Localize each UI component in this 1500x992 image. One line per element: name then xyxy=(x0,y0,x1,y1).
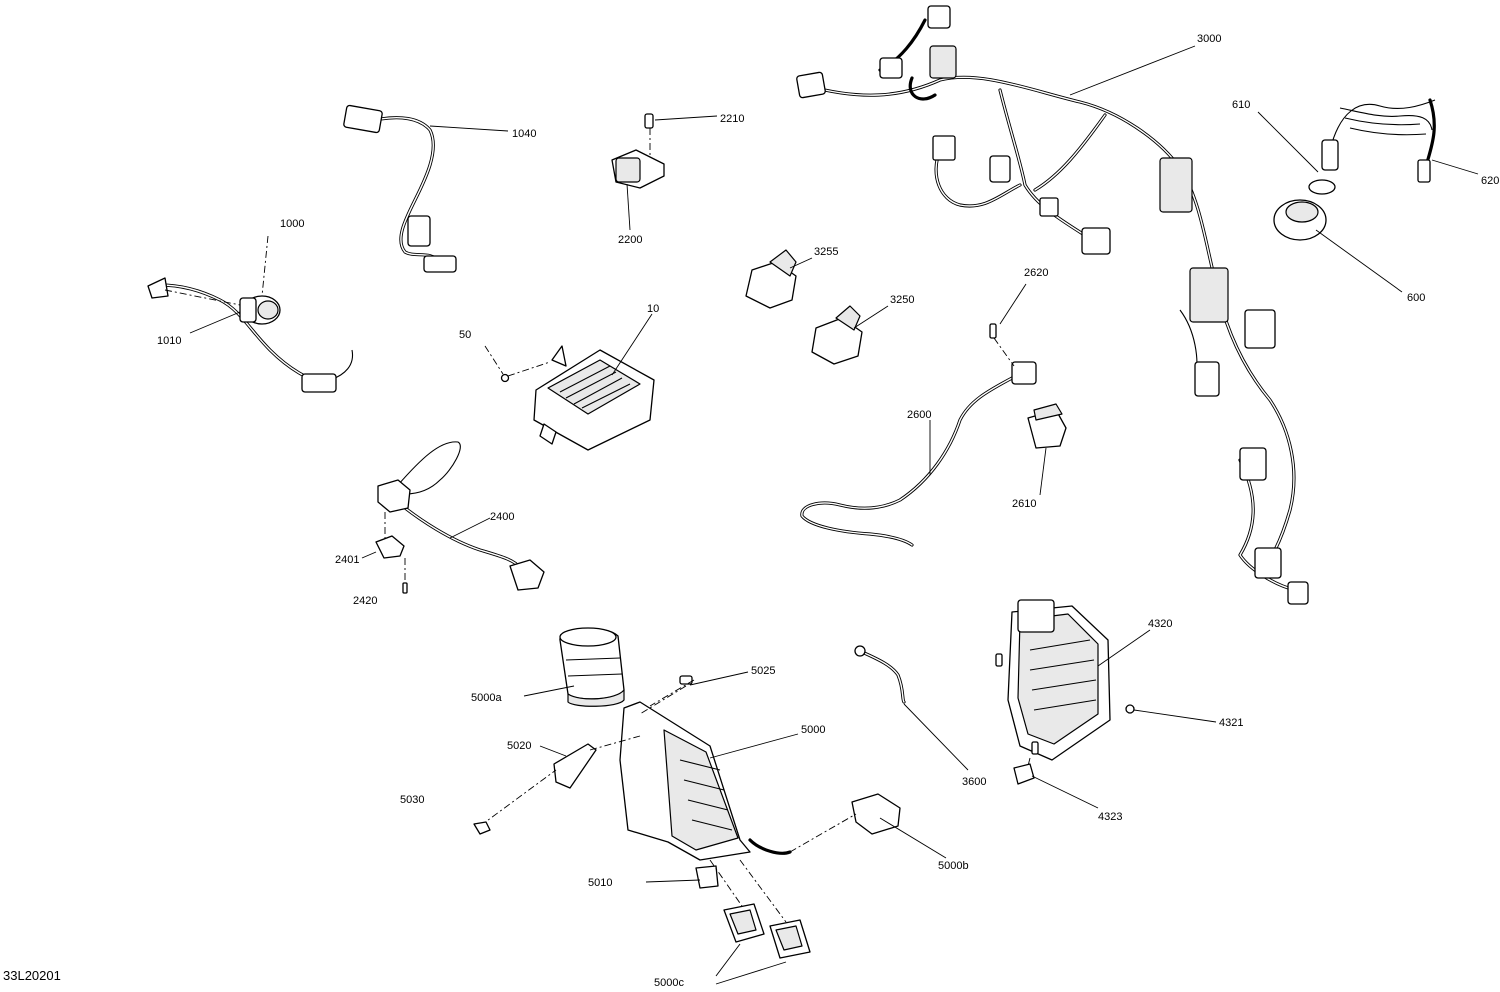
callout-5030: 5030 xyxy=(400,794,425,806)
callout-4320: 4320 xyxy=(1148,618,1173,630)
callout-3250: 3250 xyxy=(890,294,915,306)
fuse-box-10 xyxy=(484,313,655,451)
key-switch-assembly xyxy=(1257,98,1479,293)
callout-10: 10 xyxy=(647,303,660,315)
callout-5025: 5025 xyxy=(751,665,776,677)
callout-5010: 5010 xyxy=(588,877,613,889)
callout-2420: 2420 xyxy=(353,595,378,607)
callout-1010: 1010 xyxy=(157,335,182,347)
callout-5020: 5020 xyxy=(507,740,532,752)
ecm-4320 xyxy=(995,599,1217,809)
callout-600: 600 xyxy=(1407,292,1426,304)
callout-2200: 2200 xyxy=(618,234,643,246)
callout-2210: 2210 xyxy=(720,113,745,125)
callout-5000a: 5000a xyxy=(471,692,502,704)
callout-2401: 2401 xyxy=(335,554,360,566)
callout-4321: 4321 xyxy=(1219,717,1244,729)
callout-5000b: 5000b xyxy=(938,860,969,872)
callout-50: 50 xyxy=(459,329,472,341)
sensor-2200 xyxy=(611,113,718,231)
ground-cable-3600 xyxy=(854,645,969,771)
callout-2610: 2610 xyxy=(1012,498,1037,510)
callout-2620: 2620 xyxy=(1024,267,1049,279)
callout-3600: 3600 xyxy=(962,776,987,788)
callout-5000c: 5000c xyxy=(654,977,684,989)
callout-1000: 1000 xyxy=(280,218,305,230)
callout-2600: 2600 xyxy=(907,409,932,421)
callout-5000: 5000 xyxy=(801,724,826,736)
power-outlet-1000 xyxy=(147,235,354,393)
switch-3250 xyxy=(811,305,889,365)
callout-3000: 3000 xyxy=(1197,33,1222,45)
sensor-harness-1040 xyxy=(343,104,509,273)
sensor-2600 xyxy=(800,283,1067,547)
callout-620: 620 xyxy=(1481,175,1500,187)
module-5000 xyxy=(473,627,947,985)
callout-4323: 4323 xyxy=(1098,811,1123,823)
callout-610: 610 xyxy=(1232,99,1251,111)
document-reference: 33L20201 xyxy=(3,968,61,983)
main-wiring-harness xyxy=(796,5,1309,605)
callout-3255: 3255 xyxy=(814,246,839,258)
callout-1040: 1040 xyxy=(512,128,537,140)
switch-3255 xyxy=(745,249,813,309)
sensor-2400 xyxy=(361,441,545,594)
callout-2400: 2400 xyxy=(490,511,515,523)
